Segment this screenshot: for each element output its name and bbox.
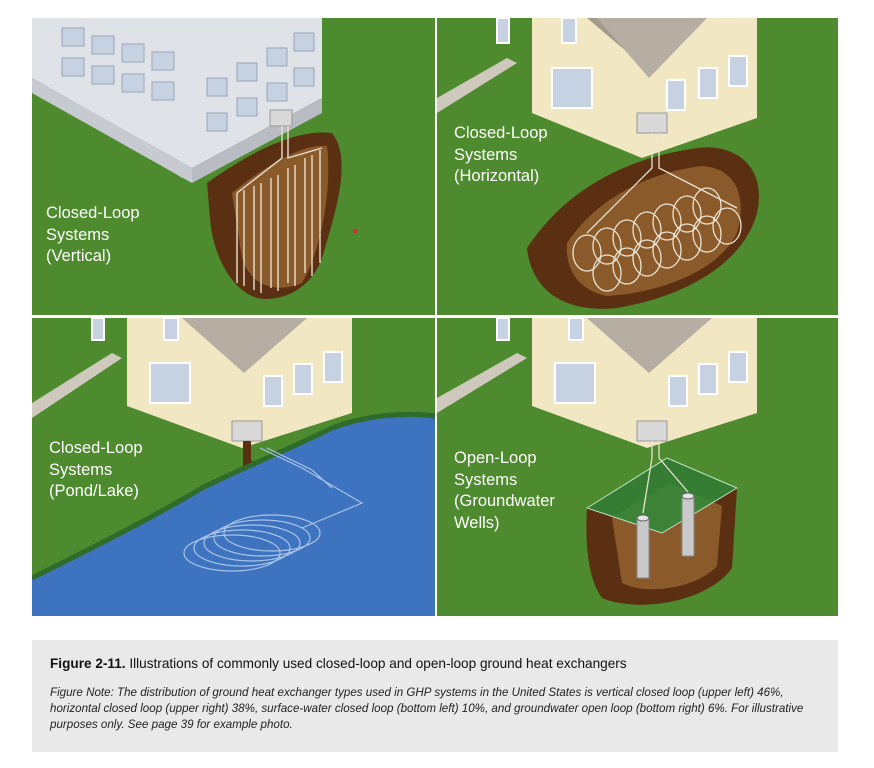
- panel-pond-lake-closed-loop: Closed-Loop Systems (Pond/Lake): [32, 318, 435, 616]
- label-closed-loop-pond-lake: Closed-Loop Systems (Pond/Lake): [49, 439, 143, 500]
- pond-water: [32, 414, 435, 616]
- office-building: [32, 18, 322, 168]
- label-open-loop-groundwater: Open-Loop Systems (Groundwater Wells): [454, 449, 555, 532]
- figure-note: Figure Note: The distribution of ground …: [50, 686, 804, 731]
- horizontal-loops: [572, 133, 742, 292]
- horizontal-loop-illustration: [437, 18, 838, 315]
- panel-horizontal-closed-loop: Closed-Loop Systems (Horizontal): [437, 18, 838, 315]
- vertical-loop-illustration: [32, 18, 435, 315]
- vertical-loops: [236, 126, 323, 293]
- house-roof: [587, 318, 712, 373]
- house: [532, 18, 757, 158]
- house-roof: [182, 318, 307, 373]
- heat-pump-unit: [636, 420, 668, 442]
- house: [532, 318, 757, 448]
- figure-number: Figure 2-11.: [50, 656, 126, 671]
- pond-loops: [183, 447, 364, 572]
- label-closed-loop-horizontal: Closed-Loop Systems (Horizontal): [454, 124, 548, 185]
- figure-title: Illustrations of commonly used closed-lo…: [125, 656, 627, 671]
- groundwater-wells: [636, 492, 695, 579]
- heat-pump-unit: [269, 109, 293, 127]
- panel-open-loop-groundwater: Open-Loop Systems (Groundwater Wells): [437, 318, 838, 616]
- heat-pump-unit: [636, 112, 668, 134]
- heat-pump-unit: [231, 420, 263, 442]
- caption-title: Figure 2-11. Illustrations of commonly u…: [50, 656, 820, 671]
- panel-vertical-closed-loop: Closed-Loop Systems (Vertical): [32, 18, 435, 315]
- house: [127, 318, 352, 448]
- pond-loop-illustration: [32, 318, 435, 616]
- figure-caption: Figure 2-11. Illustrations of commonly u…: [32, 640, 838, 752]
- groundwater-well-illustration: [437, 318, 838, 616]
- house-roof: [597, 18, 707, 78]
- label-closed-loop-vertical: Closed-Loop Systems (Vertical): [46, 204, 140, 265]
